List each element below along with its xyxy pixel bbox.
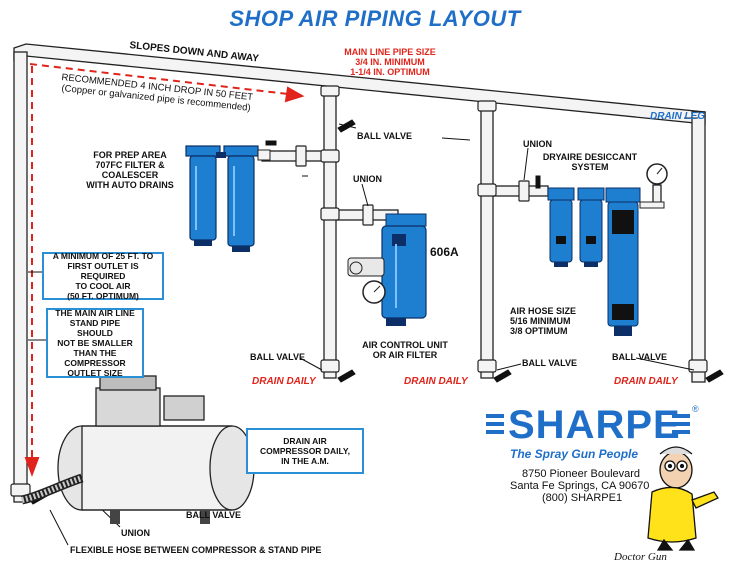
- address-line-1: 8750 Pioneer Boulevard: [522, 468, 641, 480]
- mascot-name: Doctor Gun: [614, 551, 667, 563]
- air-control-unit-label: AIR CONTROL UNIT: [362, 340, 448, 350]
- stand-pipe-line-6: OUTLET SIZE: [67, 368, 123, 378]
- stand-pipe-line-3: NOT BE SMALLER: [57, 338, 133, 348]
- prep-area-label-1: FOR PREP AREA: [93, 150, 167, 160]
- min-outlet-line-1: A MINIMUM OF 25 FT. TO: [52, 251, 154, 261]
- stand-pipe-line-5: COMPRESSOR: [64, 358, 126, 368]
- air-hose-opt-label: 3/8 OPTIMUM: [510, 326, 568, 336]
- ball-valve-top-label: BALL VALVE: [357, 131, 413, 141]
- prep-area-label-2: 707FC FILTER &: [95, 160, 165, 170]
- pipe-fittings: [10, 85, 708, 497]
- phone-number: (800) SHARPE1: [542, 492, 623, 504]
- slope-indicator: [24, 63, 305, 477]
- drain-daily-right: DRAIN DAILY: [614, 376, 678, 387]
- brand-tagline: The Spray Gun People: [510, 447, 639, 461]
- air-hose-size-label: AIR HOSE SIZE: [510, 306, 577, 316]
- air-control-unit-606a: [347, 213, 427, 326]
- air-filter-label: OR AIR FILTER: [372, 350, 438, 360]
- prep-area-label-3: COALESCER: [101, 170, 159, 180]
- main-line-opt-label: 1-1/4 IN. OPTIMUM: [350, 67, 430, 77]
- sharpe-logo: SHARPE: [508, 403, 681, 447]
- air-compressor: [57, 358, 255, 524]
- drain-daily-mid: DRAIN DAILY: [404, 376, 468, 387]
- diagram-title: SHOP AIR PIPING LAYOUT: [229, 6, 521, 31]
- stand-pipe-line-2: STAND PIPE SHOULD: [69, 318, 121, 338]
- drain-leg-label: DRAIN LEG: [650, 111, 705, 122]
- stand-pipe-line-4: THAN THE: [73, 348, 117, 358]
- drain-comp-line-2: COMPRESSOR DAILY,: [260, 446, 350, 456]
- doctor-gun-mascot: [647, 446, 719, 551]
- ball-valve-left-label: BALL VALVE: [250, 352, 306, 362]
- drain-daily-left: DRAIN DAILY: [252, 376, 316, 387]
- flexible-hose: [20, 473, 84, 505]
- ball-valve-bottom-label: BALL VALVE: [186, 510, 242, 520]
- drain-comp-line-3: IN THE A.M.: [281, 456, 329, 466]
- dryaire-label-1: DRYAIRE DESICCANT: [542, 152, 638, 162]
- drain-comp-line-1: DRAIN AIR: [283, 436, 327, 446]
- model-606a-label: 606A: [430, 245, 459, 259]
- main-line-size-label: MAIN LINE PIPE SIZE: [344, 47, 436, 57]
- registered-mark: ®: [692, 404, 699, 414]
- union-top-label: UNION: [523, 139, 552, 149]
- address-line-2: Santa Fe Springs, CA 90670: [510, 480, 650, 492]
- air-hose-min-label: 5/16 MINIMUM: [510, 316, 571, 326]
- main-air-line: [13, 43, 706, 503]
- ball-valve-right-label: BALL VALVE: [612, 352, 668, 362]
- stand-pipe-line-1: THE MAIN AIR LINE: [55, 308, 135, 318]
- prep-area-label-4: WITH AUTO DRAINS: [86, 180, 174, 190]
- prep-filter-coalescer: [185, 145, 271, 252]
- flexible-hose-label: FLEXIBLE HOSE BETWEEN COMPRESSOR & STAND…: [70, 545, 322, 555]
- dryaire-label-2: SYSTEM: [571, 162, 609, 172]
- min-outlet-line-3: TO COOL AIR: [75, 281, 131, 291]
- sharpe-logo-lines: [486, 414, 690, 434]
- dryaire-desiccant-system: [547, 163, 668, 336]
- union-bottom-label: UNION: [121, 528, 150, 538]
- min-outlet-line-4: (50 FT. OPTIMUM): [67, 291, 139, 301]
- union-mid-label: UNION: [353, 174, 382, 184]
- ball-valve-mid-label: BALL VALVE: [522, 358, 578, 368]
- drain-compressor-note: DRAIN AIR COMPRESSOR DAILY, IN THE A.M.: [246, 428, 364, 474]
- min-outlet-line-2: FIRST OUTLET IS REQUIRED: [67, 261, 139, 281]
- min-outlet-note: A MINIMUM OF 25 FT. TO FIRST OUTLET IS R…: [42, 251, 164, 301]
- stand-pipe-note: THE MAIN AIR LINE STAND PIPE SHOULD NOT …: [46, 308, 144, 378]
- main-line-min-label: 3/4 IN. MINIMUM: [355, 57, 425, 67]
